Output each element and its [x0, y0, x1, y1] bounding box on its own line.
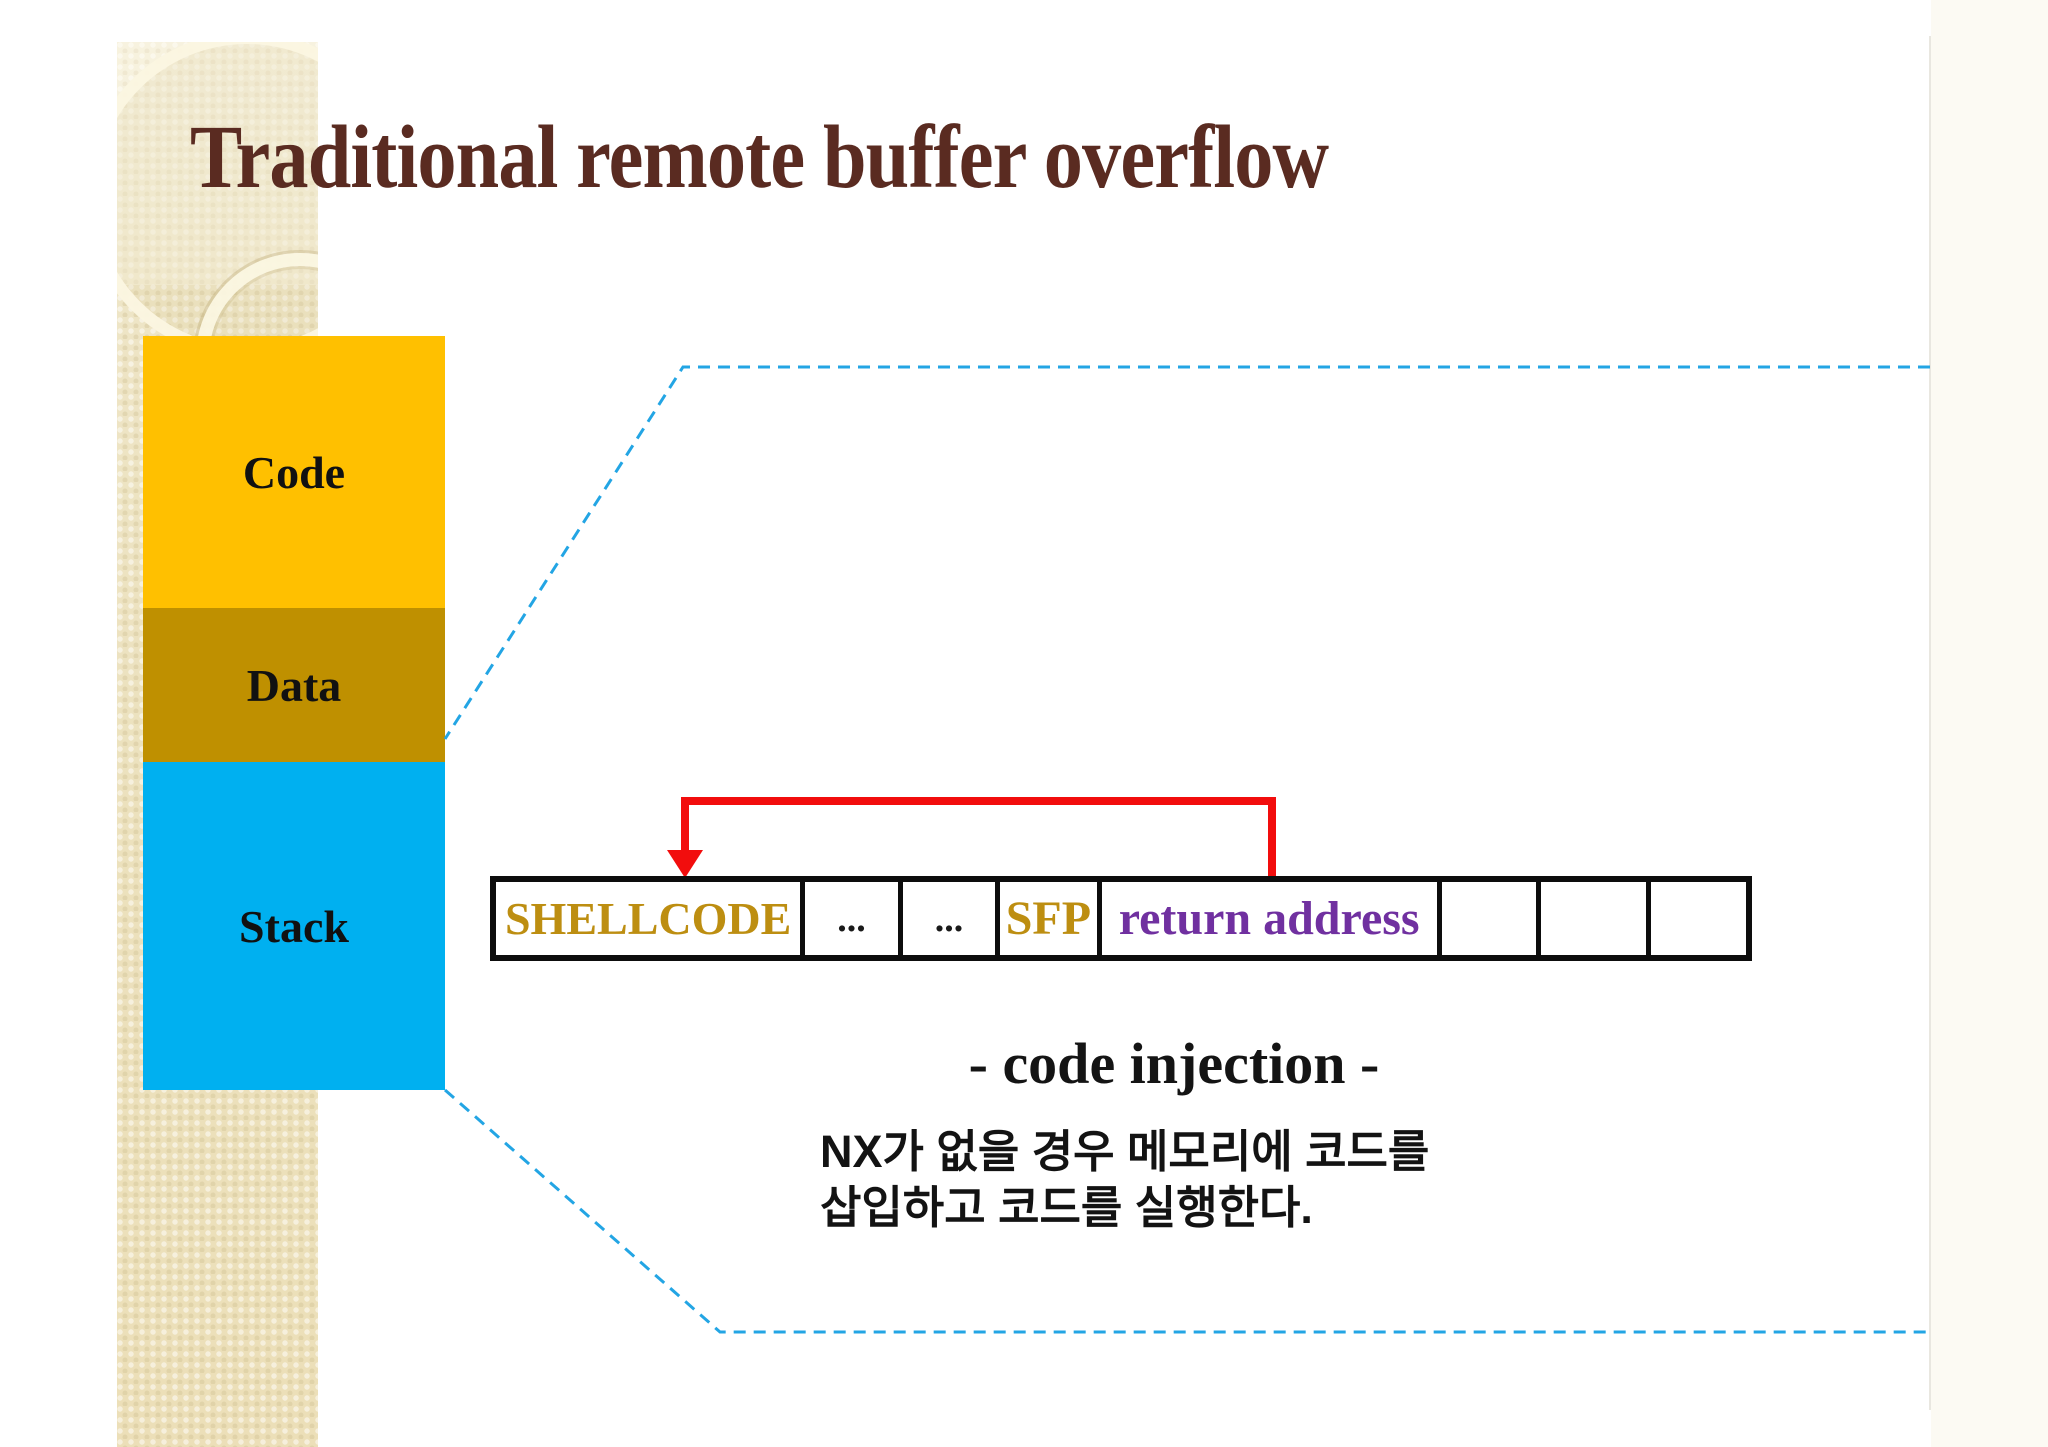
segment-label-data: Data — [246, 659, 342, 711]
stack-cell-return-address: return address — [1102, 882, 1442, 955]
slide-right-edge-line — [1929, 36, 1931, 1410]
stack-cell-empty-1 — [1442, 882, 1542, 955]
callout-dashed-outline — [443, 365, 1930, 1334]
segment-label-stack: Stack — [239, 900, 349, 952]
cell-label: return address — [1118, 892, 1420, 945]
stack-cell-dots-1: ... — [805, 882, 903, 955]
callout-top-edge — [443, 365, 1930, 740]
stack-cell-empty-3 — [1651, 882, 1746, 955]
stack-cell-empty-2 — [1541, 882, 1651, 955]
callout-bottom-edge — [444, 1088, 1930, 1334]
return-arrow-head-icon — [667, 850, 703, 878]
korean-description: NX가 없을 경우 메모리에 코드를 삽입하고 코드를 실행한다. — [820, 1124, 1429, 1236]
stack-frame-row: SHELLCODE ... ... SFP return address — [490, 876, 1752, 961]
memory-segment-code: Code — [143, 336, 445, 608]
memory-segment-stack: Stack — [143, 762, 445, 1090]
cell-label: SHELLCODE — [504, 893, 792, 944]
cell-label: SFP — [1005, 892, 1092, 945]
decorative-sidebar — [117, 42, 318, 1447]
slide-title: Traditional remote buffer overflow — [190, 108, 1329, 207]
segment-label-code: Code — [242, 446, 346, 498]
stack-cell-sfp: SFP — [1000, 882, 1102, 955]
korean-description-line-1: NX가 없을 경우 메모리에 코드를 — [820, 1126, 1430, 1177]
stack-cell-dots-2: ... — [903, 882, 1001, 955]
memory-segment-data: Data — [143, 608, 445, 762]
return-arrow-line — [681, 797, 1276, 881]
code-injection-caption: - code injection - — [968, 1031, 1380, 1096]
korean-description-line-2: 삽입하고 코드를 실행한다. — [820, 1182, 1313, 1233]
slide-right-edge-band — [1931, 0, 2048, 1447]
return-arrow — [667, 797, 1276, 881]
cell-label: ... — [934, 897, 964, 940]
stack-cell-shellcode: SHELLCODE — [496, 882, 806, 955]
cell-label: ... — [837, 897, 866, 940]
memory-segment-column: Code Data Stack — [143, 336, 445, 1090]
